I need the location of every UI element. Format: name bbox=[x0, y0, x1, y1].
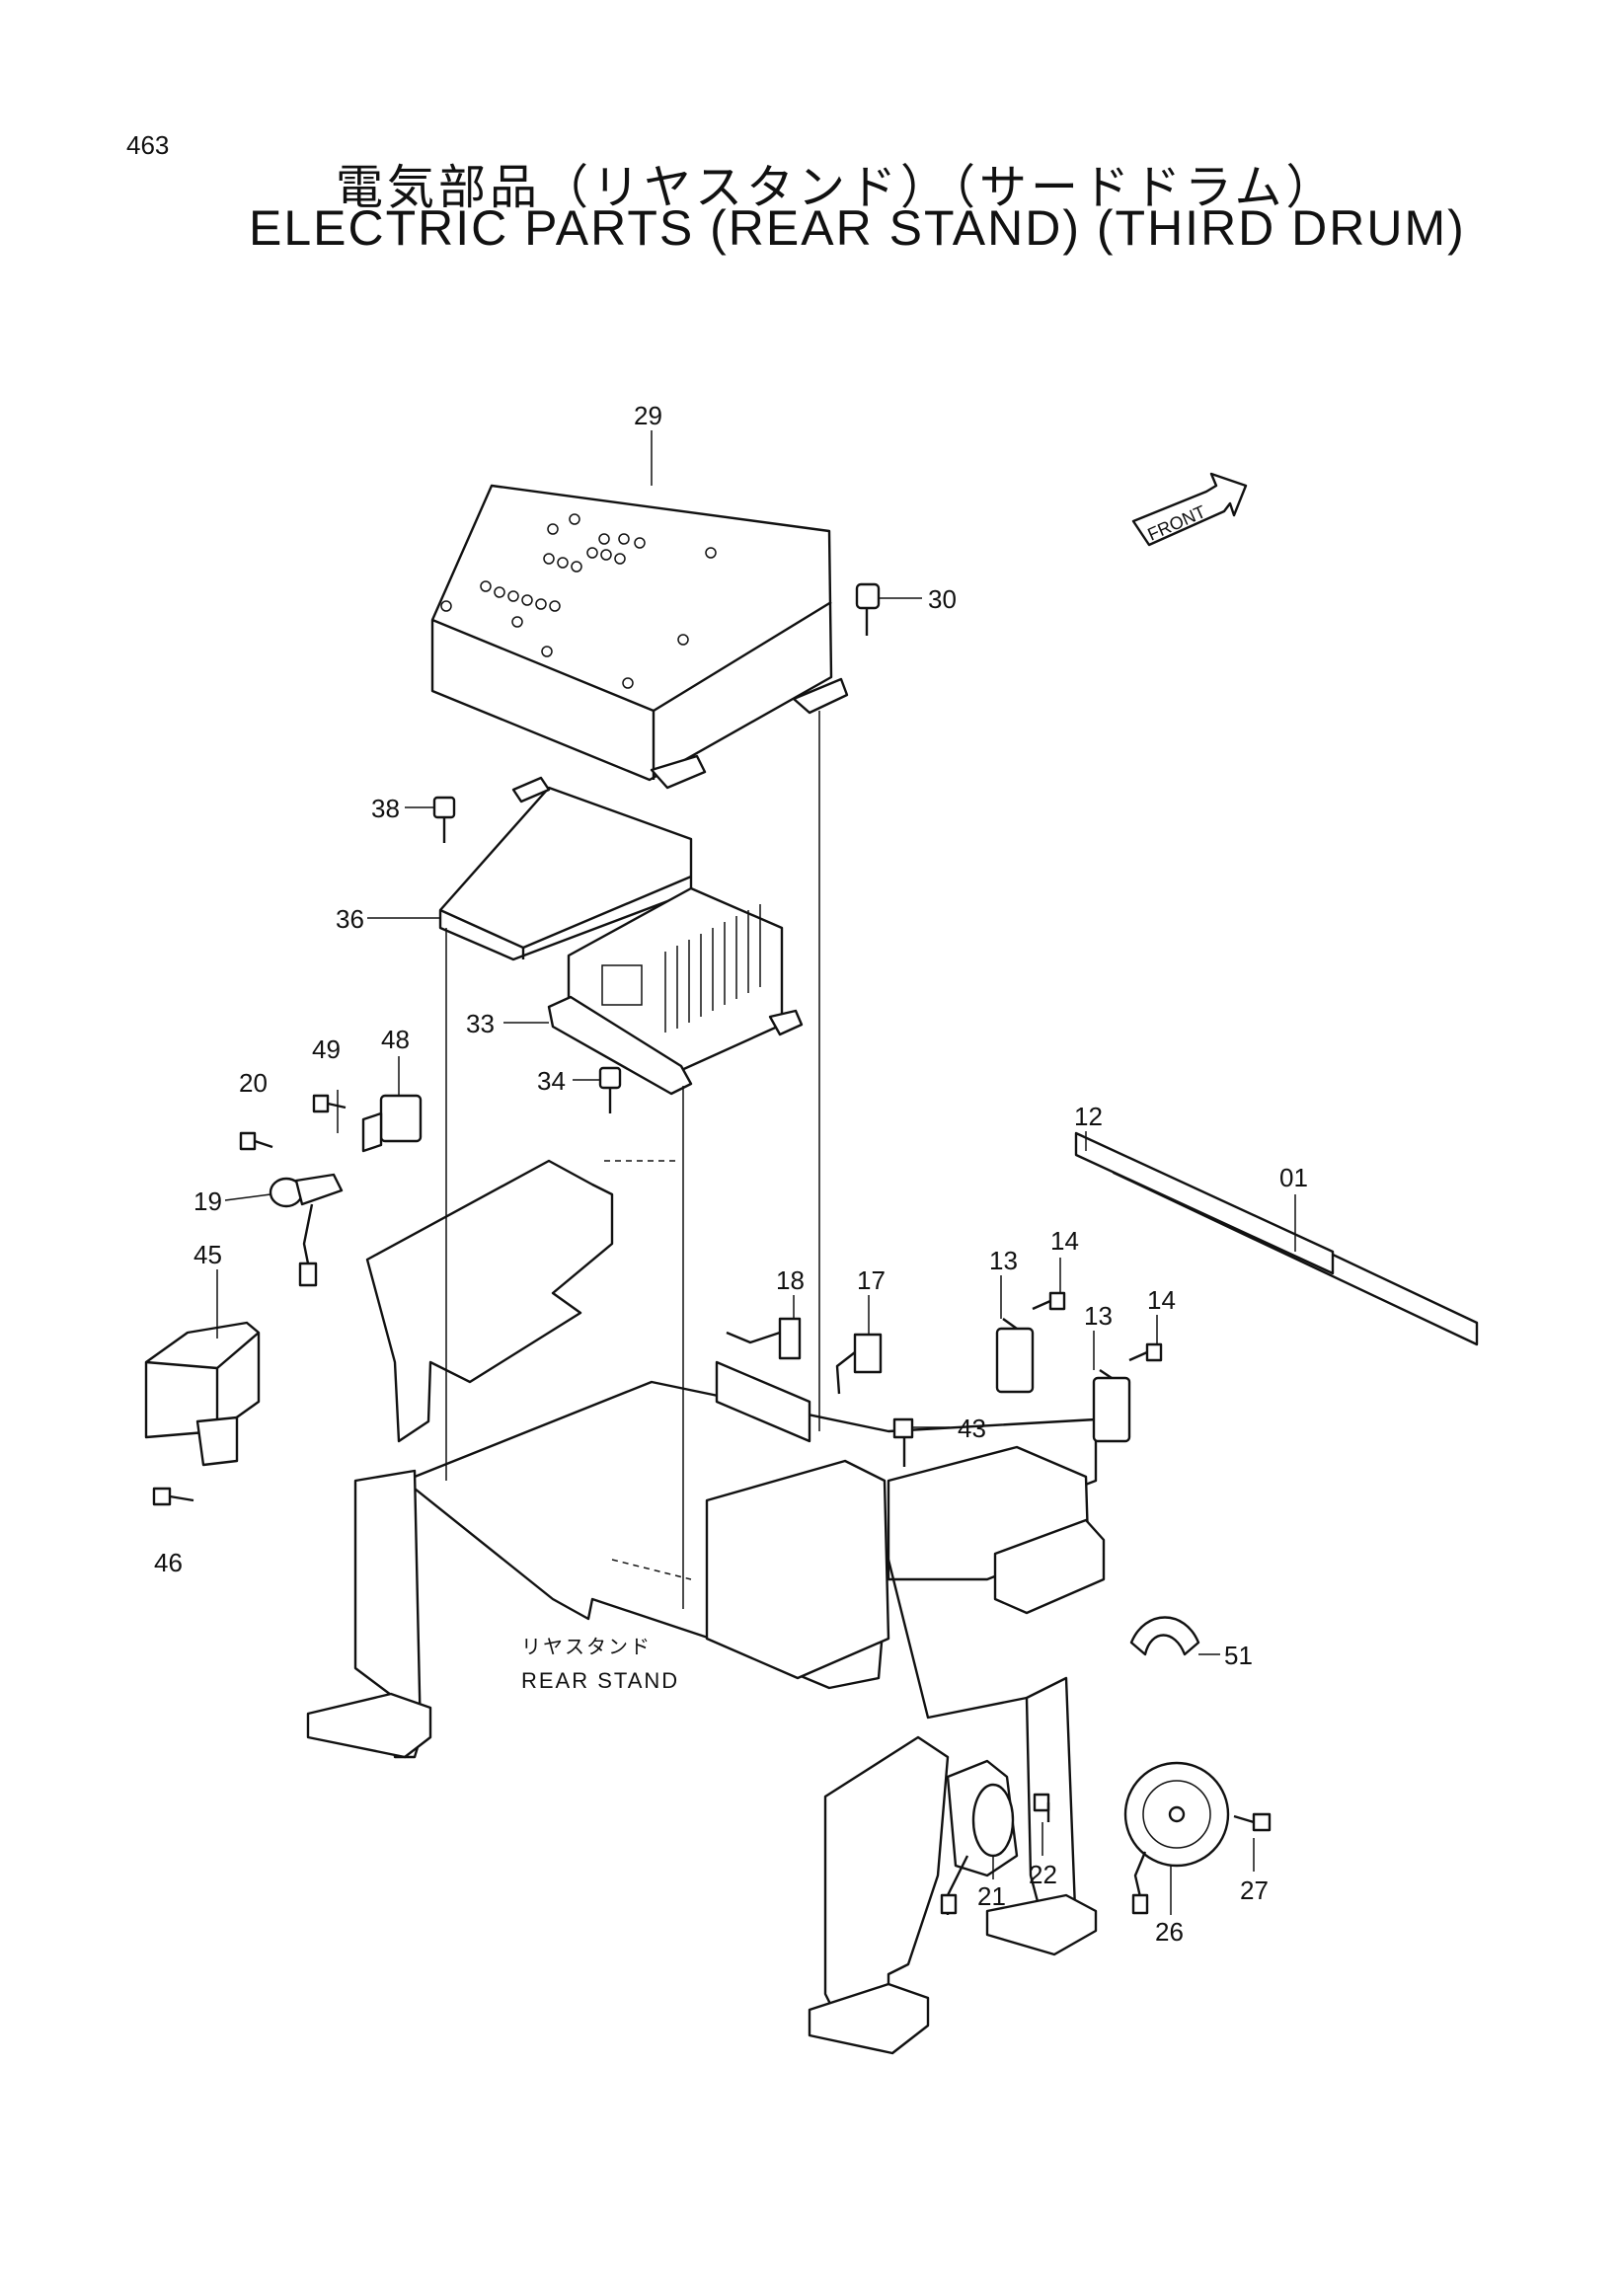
relay-48 bbox=[361, 1094, 423, 1153]
bolt-icon-46 bbox=[152, 1487, 194, 1506]
part-number-45: 45 bbox=[193, 1240, 222, 1269]
part-number-19: 19 bbox=[193, 1186, 222, 1216]
part-number-20: 20 bbox=[239, 1068, 268, 1098]
part-number-01: 01 bbox=[1279, 1163, 1308, 1192]
leader-lines bbox=[216, 430, 1296, 1915]
screw-icon-14a bbox=[1032, 1291, 1066, 1311]
clip-51 bbox=[1129, 1616, 1220, 1656]
part-number-36: 36 bbox=[336, 904, 364, 934]
screw-icon-14b bbox=[1128, 1342, 1163, 1362]
part-number-13b: 13 bbox=[1084, 1301, 1113, 1331]
part-number-48: 48 bbox=[381, 1025, 410, 1054]
bolt-icon-34 bbox=[573, 1066, 622, 1113]
part-number-33: 33 bbox=[466, 1009, 495, 1038]
part-number-17: 17 bbox=[857, 1265, 886, 1295]
bolt-icon-27 bbox=[1233, 1812, 1272, 1832]
part-number-22: 22 bbox=[1029, 1860, 1057, 1889]
part-number-46: 46 bbox=[154, 1548, 183, 1577]
part-number-29: 29 bbox=[634, 401, 662, 430]
relay-13a bbox=[995, 1318, 1035, 1394]
screw-icon-22 bbox=[1033, 1793, 1050, 1822]
plate-12 bbox=[1074, 1131, 1335, 1275]
horn-21 bbox=[940, 1759, 1019, 1915]
heatsink-unit-33 bbox=[547, 886, 804, 1096]
screw-icon-20 bbox=[239, 1131, 273, 1151]
rear-stand-label-jp: リヤスタンド bbox=[521, 1635, 652, 1658]
part-number-43: 43 bbox=[958, 1414, 986, 1443]
mounting-guide-lines bbox=[445, 711, 820, 1609]
part-number-21: 21 bbox=[977, 1881, 1006, 1911]
part-number-51: 51 bbox=[1224, 1641, 1253, 1670]
screw-icon-43 bbox=[892, 1417, 950, 1467]
relay-13b bbox=[1092, 1369, 1131, 1443]
switch-17 bbox=[835, 1333, 883, 1395]
title-english: ELECTRIC PARTS (REAR STAND) (THIRD DRUM) bbox=[249, 200, 1466, 256]
sensor-19 bbox=[224, 1173, 344, 1287]
part-number-12: 12 bbox=[1074, 1102, 1103, 1131]
cover-45 bbox=[144, 1321, 261, 1467]
part-number-14a: 14 bbox=[1050, 1226, 1079, 1256]
part-number-38: 38 bbox=[371, 794, 400, 823]
part-number-labels: 29 30 38 36 33 34 49 48 20 19 45 46 18 1… bbox=[154, 401, 1308, 1947]
rear-stand-frame bbox=[306, 1159, 1106, 2055]
part-number-13a: 13 bbox=[989, 1246, 1018, 1275]
bolt-icon-30 bbox=[855, 582, 922, 636]
part-number-30: 30 bbox=[928, 584, 957, 614]
front-arrow-icon: FRONT bbox=[1131, 472, 1248, 547]
part-number-18: 18 bbox=[776, 1265, 805, 1295]
switch-18 bbox=[715, 1317, 811, 1443]
part-number-27: 27 bbox=[1240, 1875, 1269, 1905]
bolt-icon-38 bbox=[405, 796, 456, 843]
part-number-49: 49 bbox=[312, 1034, 341, 1064]
part-number-26: 26 bbox=[1155, 1917, 1184, 1947]
controller-box-29 bbox=[430, 484, 849, 790]
page-number: 463 bbox=[126, 130, 170, 160]
horn-26 bbox=[1123, 1761, 1230, 1915]
title-japanese: 電気部品（リヤスタンド）（サードドラム） bbox=[336, 160, 1338, 215]
screw-icon-49 bbox=[312, 1094, 347, 1113]
part-number-34: 34 bbox=[537, 1066, 566, 1096]
rear-stand-label-en: REAR STAND bbox=[521, 1668, 680, 1693]
part-number-14b: 14 bbox=[1147, 1285, 1176, 1315]
